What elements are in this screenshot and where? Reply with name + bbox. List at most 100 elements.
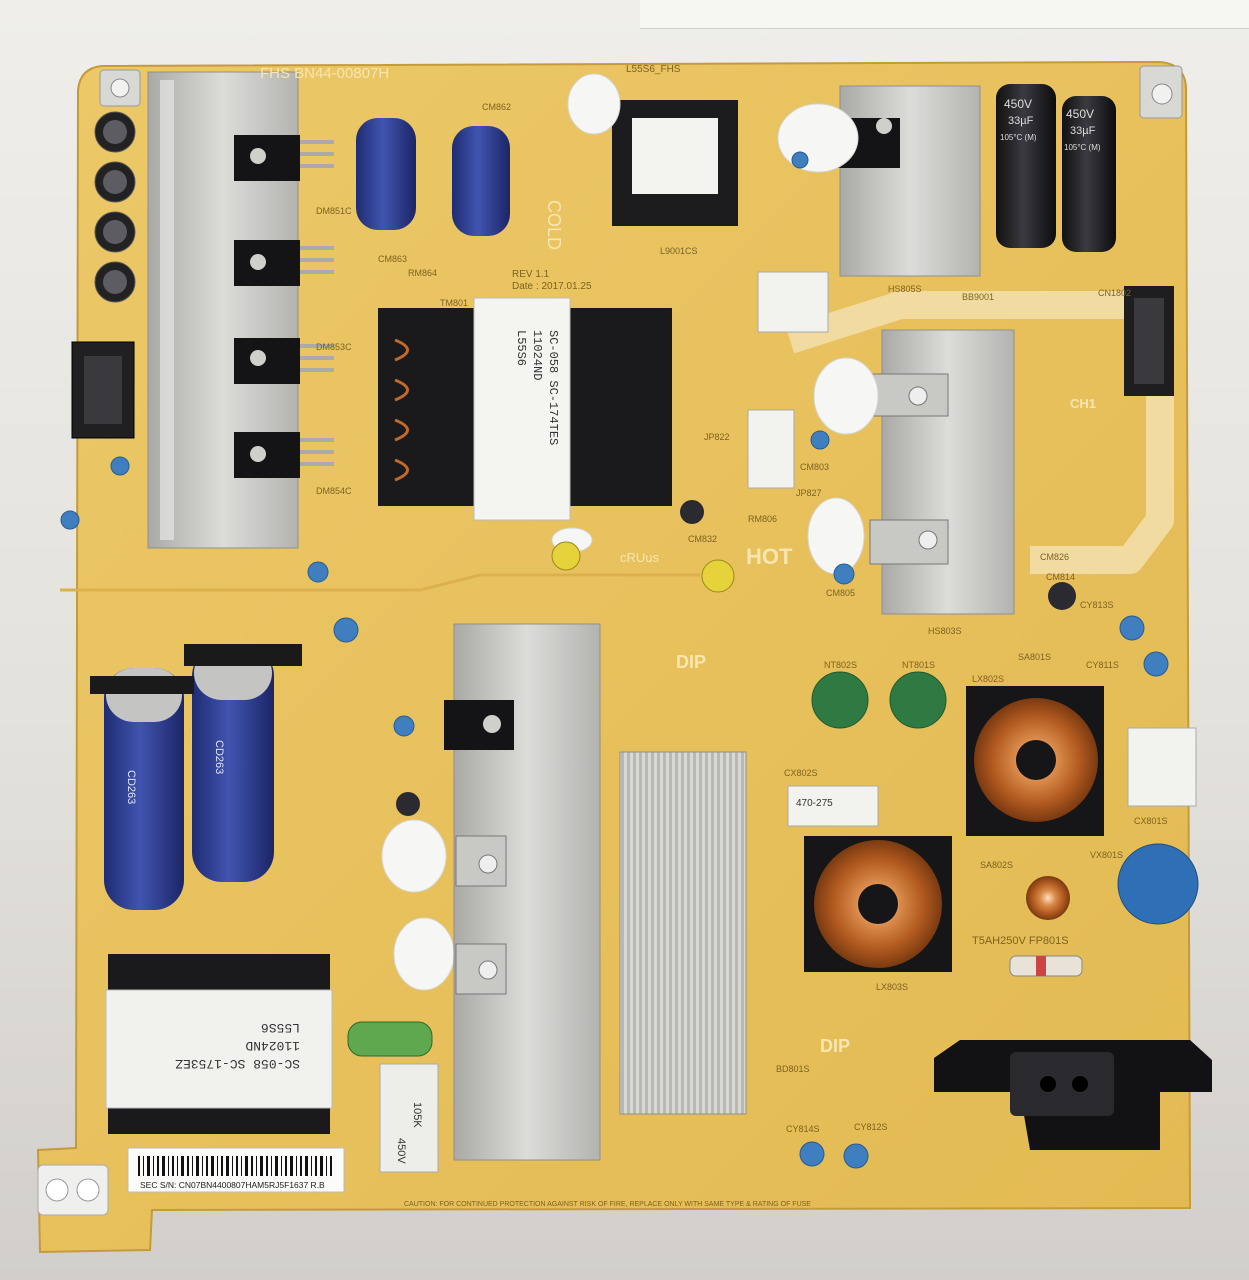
main-transformer-line-1: L55S6 — [514, 330, 528, 366]
ref-rm806: RM806 — [748, 514, 777, 524]
film-cap-mid — [747, 409, 795, 489]
ref-lx803: LX803S — [876, 982, 908, 992]
dip-label-lower: DIP — [820, 1036, 850, 1056]
heatsink-top-right — [839, 85, 981, 277]
film-cap-470 — [787, 785, 879, 827]
ref-tm801: TM801 — [440, 298, 468, 308]
varistor-vx801 — [1117, 843, 1199, 925]
ac-pin-icon — [1040, 1076, 1056, 1092]
film-cap-label-105k: 105K — [411, 1102, 423, 1128]
cap-voltage-1: 450V — [1004, 97, 1032, 111]
bulk-cap-blue — [192, 646, 274, 882]
fuse-band — [1036, 956, 1046, 976]
ref-hs803: HS803S — [928, 626, 962, 636]
ref-cx802: CX802S — [784, 768, 818, 778]
small-cap — [680, 500, 704, 524]
cap-temp-2: 105°C (M) — [1064, 143, 1101, 152]
bulk-cap-brand-2: CD263 — [213, 740, 225, 774]
hot-zone-label: HOT — [746, 544, 793, 569]
mount-hole-icon — [45, 1178, 69, 1202]
ref-l9001: L9001CS — [660, 246, 698, 256]
standby-transformer-label-plate — [105, 989, 333, 1109]
ref-cy814: CY814S — [786, 1124, 820, 1134]
heatsink-clip — [869, 373, 949, 417]
ref-cm826: CM826 — [1040, 552, 1069, 562]
ref-nt801: NT801S — [902, 660, 935, 670]
thermistor-nt802 — [811, 671, 869, 729]
ref-cy812: CY812S — [854, 1122, 888, 1132]
ac-inlet-socket — [1010, 1052, 1114, 1116]
small-cap — [396, 792, 420, 816]
main-transformer-line-2: 11024ND — [530, 330, 544, 380]
small-cap — [551, 541, 581, 571]
screw-icon — [478, 960, 498, 980]
rev-text: REV 1.1 — [512, 269, 550, 280]
ch-label: CH1 — [1070, 396, 1096, 411]
aux-transformer-core — [632, 118, 718, 194]
mount-hole-icon — [110, 78, 130, 98]
standby-transformer-line-2: 11024ND — [245, 1038, 300, 1053]
bulk-cap-blue — [104, 668, 184, 910]
ref-dm851: DM851C — [316, 206, 352, 216]
board-model-text: FHS BN44-00807H — [260, 65, 389, 82]
cap-clamp — [90, 676, 194, 694]
main-transformer-label-plate — [473, 297, 571, 521]
choke-core — [858, 884, 898, 924]
ceramic-caps — [60, 151, 1169, 1169]
choke-core — [1016, 740, 1056, 780]
ref-jp827: JP827 — [796, 488, 822, 498]
cap-temp-1: 105°C (M) — [1000, 133, 1037, 142]
small-cap — [1048, 582, 1076, 610]
ref-cy813: CY813S — [1080, 600, 1114, 610]
ul-mark: cRUus — [620, 550, 660, 565]
ref-cn802: CN1802 — [1098, 288, 1131, 298]
ref-bd801: BD801S — [776, 1064, 810, 1074]
screw-icon — [918, 530, 938, 550]
toroid-small — [1026, 876, 1070, 920]
electrolytic-cap — [452, 126, 510, 236]
connector-pins — [1134, 298, 1164, 384]
screw-icon — [876, 118, 892, 134]
heatsink-right — [881, 329, 1015, 615]
ref-cm862: CM862 — [482, 102, 511, 112]
ref-cm863: CM863 — [378, 254, 407, 264]
ref-sa801: SA801S — [1018, 652, 1051, 662]
film-cap-105k — [379, 1063, 439, 1173]
dip-label-upper: DIP — [676, 652, 706, 672]
ref-vx801: VX801S — [1090, 850, 1123, 860]
barcode-icon — [138, 1156, 332, 1176]
mount-tab-bottom-left — [37, 1164, 109, 1216]
mount-hole-icon — [76, 1178, 100, 1202]
ref-cm814: CM814 — [1046, 572, 1075, 582]
ref-cy811: CY811S — [1086, 660, 1119, 670]
film-cap-label-470: 470-275 — [796, 798, 833, 809]
ref-hs805: HS805S — [888, 284, 922, 294]
bulk-cap-brand-1: CD263 — [125, 770, 137, 804]
x-capacitor — [1127, 727, 1197, 807]
cap-voltage-2: 450V — [1066, 107, 1094, 121]
mosfet-center — [444, 700, 514, 750]
bulk-cap-black — [1062, 96, 1116, 252]
serial-number-text: SEC S/N: CN07BN4400807HAM5RJ5F1637 R.B — [140, 1180, 325, 1190]
trace-line — [60, 573, 700, 592]
ref-cx801: CX801S — [1134, 816, 1168, 826]
thermistor-nt801 — [889, 671, 947, 729]
cap-capacitance-1: 33µF — [1008, 115, 1034, 127]
electrolytic-cap — [356, 118, 416, 230]
ref-bb900: BB9001 — [962, 292, 994, 302]
caution-text: CAUTION: FOR CONTINUED PROTECTION AGAINS… — [404, 1201, 811, 1208]
small-cap — [701, 559, 735, 593]
ref-lx802: LX802S — [972, 674, 1004, 684]
cap-clamp — [184, 644, 302, 666]
ref-cm803: CM803 — [800, 462, 829, 472]
standby-transformer-line-1: L55S6 — [261, 1020, 300, 1035]
mount-hole-icon — [1151, 83, 1173, 105]
standby-transformer-line-3: SC-058 SC-1753EZ — [175, 1056, 300, 1071]
ref-dm854: DM854C — [316, 486, 352, 496]
main-transformer-line-3: SC-058 SC-174TES — [546, 330, 560, 445]
ref-rm864: RM864 — [408, 268, 437, 278]
transformer-winding — [394, 338, 409, 482]
fuse-label: T5AH250V FP801S — [972, 935, 1069, 947]
cold-zone-label: COLD — [544, 200, 564, 250]
